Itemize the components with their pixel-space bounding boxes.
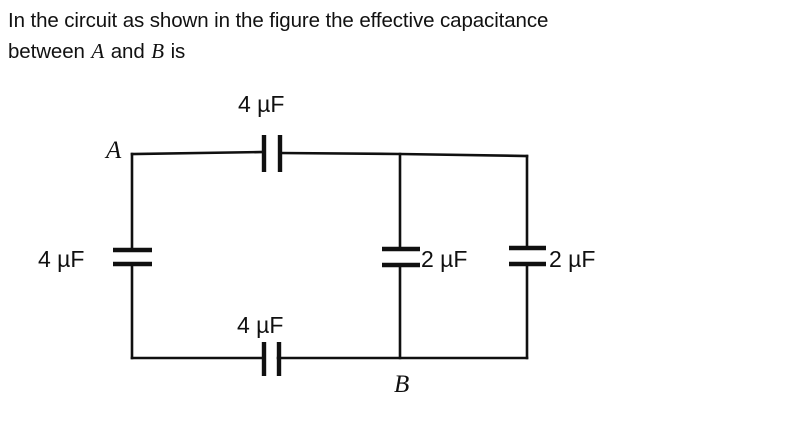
circuit-wires (130, 150, 529, 360)
capacitor-plates (113, 135, 546, 376)
capacitor-left-symbol (113, 247, 152, 267)
question-statement: In the circuit as shown in the figure th… (8, 6, 788, 67)
capacitor-bottom-symbol (261, 342, 282, 376)
capacitor-middle-symbol (382, 246, 420, 268)
node-label-b: B (394, 371, 409, 398)
question-line-2-prefix: between (8, 40, 91, 63)
capacitor-middle-label: 2 µF (421, 246, 467, 272)
question-line-2-conjunction: and (105, 40, 151, 63)
node-label-a: A (104, 137, 122, 164)
question-node-a: A (91, 39, 105, 63)
question-node-b: B (151, 39, 164, 63)
capacitor-right-label: 2 µF (549, 246, 595, 272)
question-line-2-suffix: is (164, 40, 186, 63)
capacitor-bottom-label: 4 µF (237, 312, 283, 338)
circuit-diagram: A B 4 µF 4 µF 4 µF 2 µF 2 µF (0, 80, 800, 432)
circuit-svg-canvas: A B 4 µF 4 µF 4 µF 2 µF 2 µF (38, 91, 595, 398)
question-line-1: In the circuit as shown in the figure th… (8, 9, 549, 32)
wire-top-left-segment (130, 150, 266, 156)
capacitor-right-symbol (509, 245, 546, 267)
wire-top-right-segment (278, 151, 529, 158)
capacitor-top-label: 4 µF (238, 91, 284, 117)
capacitor-left-label: 4 µF (38, 246, 84, 272)
capacitor-top-symbol (261, 135, 283, 172)
